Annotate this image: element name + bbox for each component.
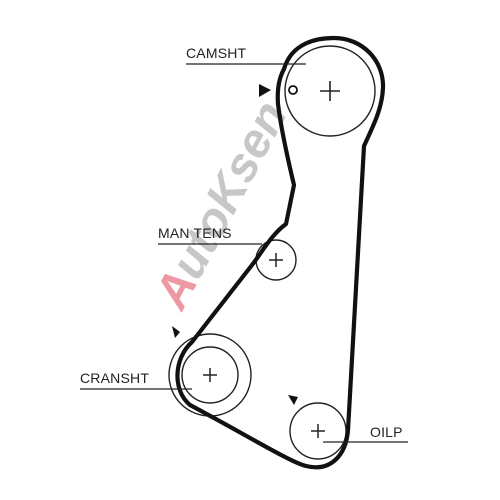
camshaft-timing-mark <box>259 84 298 97</box>
oil-pump-timing-mark <box>288 395 298 405</box>
camshaft-center-mark <box>320 81 340 101</box>
crankshaft-timing-mark <box>172 326 180 338</box>
tensioner-label: MAN TENS <box>158 225 232 241</box>
crankshaft-center-mark <box>203 368 217 382</box>
oil-pump-center-mark <box>311 424 325 438</box>
watermark-logo: A utoKsen <box>144 93 297 318</box>
camshaft-pulley <box>284 45 376 137</box>
crankshaft-label: CRANSHT <box>80 370 149 386</box>
watermark-text: utoKsen <box>161 93 298 287</box>
oil-pump-label: OILP <box>370 424 403 440</box>
timing-belt <box>175 35 386 470</box>
tensioner-center-mark <box>269 253 283 267</box>
tensioner-pulley <box>255 239 297 281</box>
camshaft-label: CAMSHT <box>186 45 247 61</box>
oil-pump-pulley <box>289 402 347 460</box>
crankshaft-pulley <box>168 333 252 417</box>
